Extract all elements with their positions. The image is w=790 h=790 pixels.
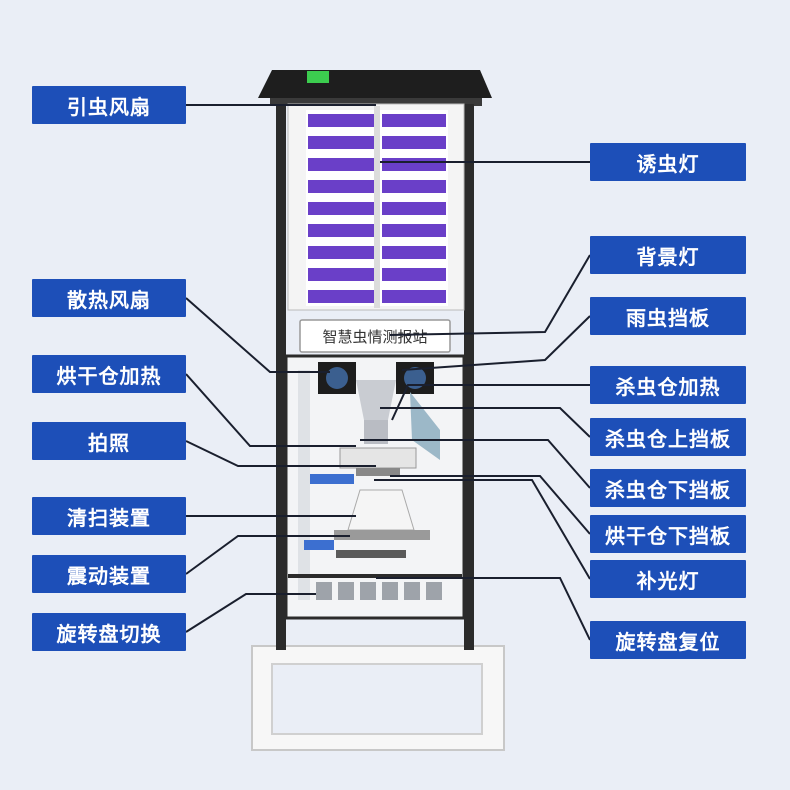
label-lure-lamp: 诱虫灯 bbox=[590, 143, 746, 181]
label-text: 旋转盘切换 bbox=[56, 621, 162, 646]
label-text: 震动装置 bbox=[67, 563, 151, 588]
label-text: 杀虫仓下挡板 bbox=[605, 477, 731, 502]
label-text: 引虫风扇 bbox=[67, 94, 151, 119]
lamp-slat bbox=[382, 290, 446, 303]
lamp-slat bbox=[308, 136, 374, 149]
lamp-slat bbox=[308, 224, 374, 237]
label-rain-baffle: 雨虫挡板 bbox=[590, 297, 746, 335]
turntable-cup bbox=[426, 582, 442, 600]
label-heat-fan: 散热风扇 bbox=[32, 279, 186, 317]
label-text: 散热风扇 bbox=[67, 287, 151, 312]
label-photo: 拍照 bbox=[32, 422, 186, 460]
label-dry-heat: 烘干仓加热 bbox=[32, 355, 186, 393]
sign-text: 智慧虫情测报站 bbox=[322, 328, 427, 346]
label-yinchong-fan: 引虫风扇 bbox=[32, 86, 186, 124]
label-vibration: 震动装置 bbox=[32, 555, 186, 593]
lure-lamp-section bbox=[287, 103, 465, 311]
turntable-cup bbox=[316, 582, 332, 600]
label-back-lamp: 背景灯 bbox=[590, 236, 746, 274]
lamp-slat bbox=[382, 158, 446, 171]
label-text: 旋转盘复位 bbox=[615, 629, 721, 654]
turntable-cup bbox=[338, 582, 354, 600]
label-fill-light: 补光灯 bbox=[590, 560, 746, 598]
station-sign: 智慧虫情测报站 bbox=[299, 319, 451, 353]
lamp-slat bbox=[308, 268, 374, 281]
label-dry-lower: 烘干仓下挡板 bbox=[590, 515, 746, 553]
label-text: 雨虫挡板 bbox=[626, 305, 710, 330]
lamp-slat bbox=[382, 114, 446, 127]
lamp-slat bbox=[382, 180, 446, 193]
processing-chamber bbox=[284, 354, 466, 620]
turntable-cup bbox=[404, 582, 420, 600]
lamp-slat bbox=[382, 246, 446, 259]
label-text: 诱虫灯 bbox=[636, 151, 700, 176]
base-stand bbox=[251, 616, 505, 751]
lamp-slat bbox=[308, 246, 374, 259]
solar-indicator-icon bbox=[307, 71, 329, 83]
label-text: 烘干仓加热 bbox=[56, 363, 162, 388]
lamp-slat bbox=[382, 268, 446, 281]
lamp-slat bbox=[382, 136, 446, 149]
lamp-slat bbox=[382, 224, 446, 237]
lamp-slat bbox=[308, 180, 374, 193]
label-text: 清扫装置 bbox=[67, 505, 151, 530]
label-text: 烘干仓下挡板 bbox=[605, 523, 731, 548]
lamp-slat bbox=[308, 290, 374, 303]
label-turntable-reset: 旋转盘复位 bbox=[590, 621, 746, 659]
lamp-slat bbox=[308, 114, 374, 127]
label-cleaning: 清扫装置 bbox=[32, 497, 186, 535]
label-turntable-switch: 旋转盘切换 bbox=[32, 613, 186, 651]
label-kill-upper: 杀虫仓上挡板 bbox=[590, 418, 746, 456]
turntable-cup bbox=[360, 582, 376, 600]
label-kill-lower: 杀虫仓下挡板 bbox=[590, 469, 746, 507]
lamp-slat bbox=[308, 202, 374, 215]
label-text: 补光灯 bbox=[636, 568, 700, 593]
label-kill-heat: 杀虫仓加热 bbox=[590, 366, 746, 404]
turntable-cup bbox=[382, 582, 398, 600]
label-text: 拍照 bbox=[88, 430, 130, 455]
label-text: 背景灯 bbox=[636, 244, 700, 269]
lamp-slat bbox=[382, 202, 446, 215]
roof bbox=[258, 70, 492, 106]
label-text: 杀虫仓加热 bbox=[615, 374, 721, 399]
label-text: 杀虫仓上挡板 bbox=[605, 426, 731, 451]
lamp-slat bbox=[308, 158, 374, 171]
